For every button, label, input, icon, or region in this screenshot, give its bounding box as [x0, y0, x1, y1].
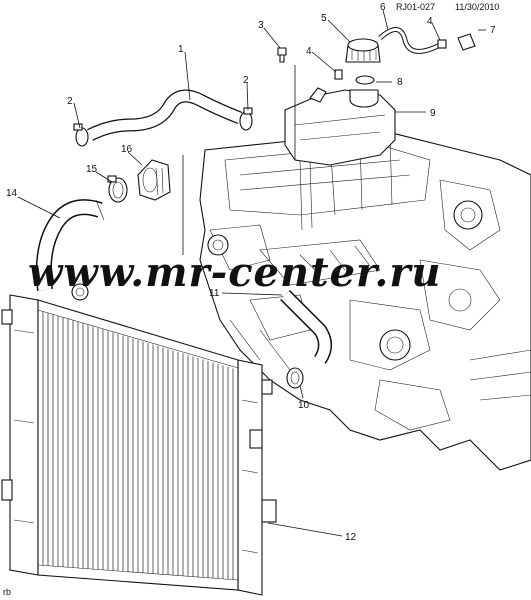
radiator	[1, 283, 277, 596]
coolant-reservoir	[284, 87, 396, 166]
engine-assembly	[199, 129, 531, 471]
callout-12: 12	[345, 532, 357, 543]
vent-hose-clamp	[437, 39, 447, 49]
cap-seal-ring	[355, 75, 375, 85]
thermostat-clamp	[107, 175, 128, 203]
callout-5: 5	[321, 13, 327, 24]
reservoir-cap	[345, 38, 381, 63]
diagram-ref-code: RJ01-027	[396, 2, 435, 12]
callout-11: 11	[209, 288, 220, 299]
thermostat-housing	[137, 159, 171, 201]
engine-outlet-hose-clamp	[286, 367, 304, 389]
leader-lines	[17, 9, 486, 537]
callout-10: 10	[298, 400, 310, 411]
vent-hose-connector	[457, 33, 476, 51]
callout-2-left: 2	[67, 96, 73, 107]
callout-1: 1	[178, 44, 184, 55]
callout-labels: 1 2 2 3 4 4 5 6 7 8 9 10 11 12 14 15 16	[6, 2, 496, 543]
callout-2-right: 2	[243, 75, 249, 86]
watermark-text: www.mr-center.ru	[28, 249, 442, 296]
callout-4-reservoir: 4	[306, 46, 312, 57]
upper-hose-clamp-left	[73, 123, 89, 147]
upper-hose-clamp-right	[239, 107, 253, 131]
reservoir-bolt	[277, 47, 287, 63]
callout-9: 9	[430, 108, 436, 119]
corner-label: rb	[3, 587, 11, 597]
callout-3: 3	[258, 20, 264, 31]
callout-6: 6	[380, 2, 386, 13]
reservoir-hose-clamp	[334, 69, 343, 80]
callout-15: 15	[86, 164, 98, 175]
callout-8: 8	[397, 77, 403, 88]
callout-7: 7	[490, 25, 496, 36]
callout-4-vent: 4	[427, 16, 433, 27]
callout-16: 16	[121, 144, 133, 155]
callout-14: 14	[6, 188, 18, 199]
diagram-date: 11/30/2010	[455, 2, 499, 12]
